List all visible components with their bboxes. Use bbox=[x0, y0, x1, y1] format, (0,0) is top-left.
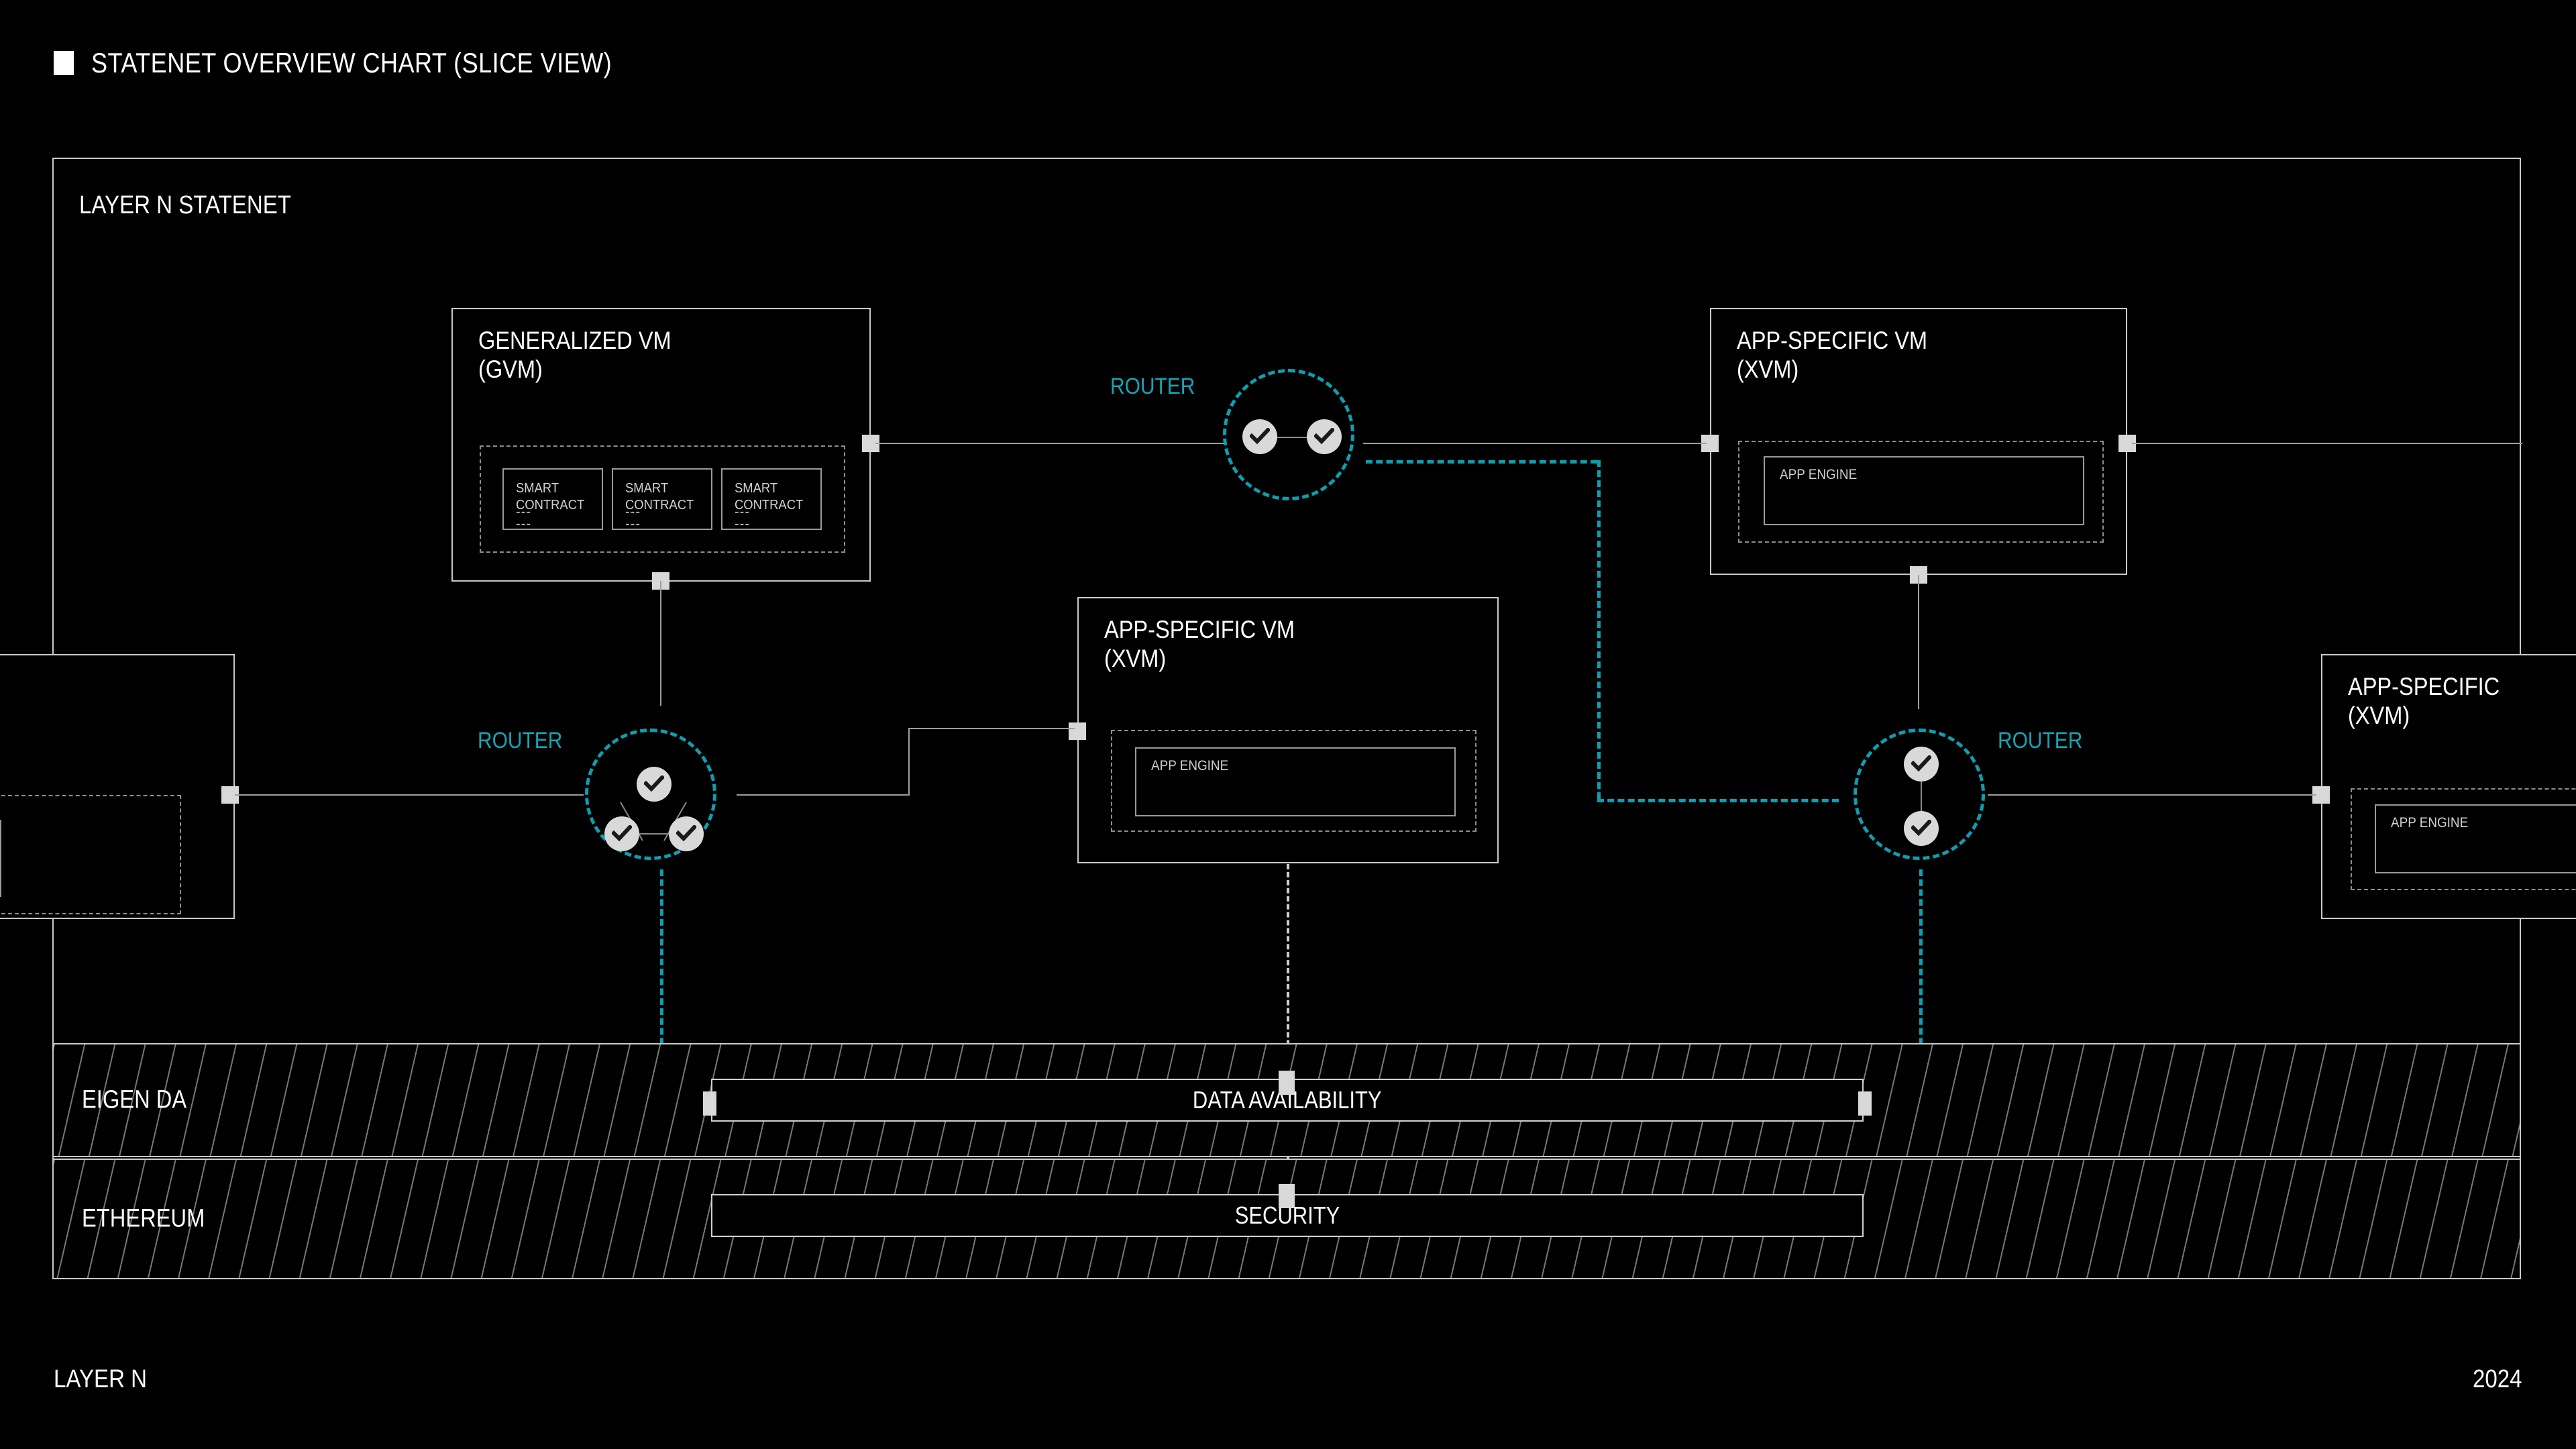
router-top-label: ROUTER bbox=[1110, 374, 1195, 399]
xvm-box-right-clipped[interactable]: APP-SPECIFIC(XVM) APP ENGINE bbox=[2321, 654, 2576, 919]
app-engine-label: APP ENGINE bbox=[1151, 758, 1229, 773]
check-circle-icon[interactable] bbox=[1904, 747, 1939, 782]
router-left[interactable] bbox=[585, 729, 716, 860]
app-engine-box[interactable]: APP ENGINE bbox=[1764, 456, 2084, 525]
contract-row-2: --- bbox=[516, 517, 531, 531]
cyan-route-top-b bbox=[1597, 460, 1601, 799]
link-right-router-to-xvm-right bbox=[1988, 794, 2316, 796]
contract-row-2: --- bbox=[625, 517, 641, 531]
contract-row-1: --- bbox=[516, 504, 531, 519]
port-da-right[interactable] bbox=[1858, 1091, 1872, 1116]
xvm-engine-zone bbox=[1738, 441, 2104, 543]
xvm-box-center[interactable]: APP-SPECIFIC VM(XVM) APP ENGINE bbox=[1077, 597, 1499, 863]
app-engine-label: APP ENGINE bbox=[2391, 815, 2469, 830]
xvm-title: APP-SPECIFIC VM(XVM) bbox=[1737, 327, 1928, 383]
xvm-engine-zone bbox=[2351, 788, 2576, 890]
port-security-top[interactable] bbox=[1279, 1184, 1295, 1208]
link-xvm-tr-to-right-router bbox=[1918, 575, 1919, 709]
check-circle-icon[interactable] bbox=[1904, 811, 1939, 846]
port-da-left[interactable] bbox=[703, 1091, 716, 1116]
port-xvm-center-left[interactable] bbox=[1069, 722, 1086, 740]
gvm-contract-zone bbox=[480, 445, 845, 553]
check-circle-icon[interactable] bbox=[637, 767, 672, 802]
link-left-router-to-xvm-center-c bbox=[908, 728, 1075, 729]
link-left-gvm-to-left-router bbox=[235, 794, 584, 796]
page-header: STATENET OVERVIEW CHART (SLICE VIEW) bbox=[54, 47, 696, 79]
cyan-route-top-a bbox=[1366, 460, 1597, 464]
link-top-router-to-xvm-tr bbox=[1363, 443, 1707, 444]
router-right-label: ROUTER bbox=[1998, 728, 2083, 753]
link-xvm-tr-to-right-edge bbox=[2132, 443, 2522, 444]
cyan-route-top-c bbox=[1597, 799, 1839, 802]
check-circle-icon[interactable] bbox=[1242, 419, 1277, 454]
app-engine-box[interactable]: APP ENGINE bbox=[1135, 747, 1456, 816]
link-xvm-center-to-da bbox=[1287, 864, 1289, 1085]
link-gvm-to-left-router bbox=[660, 581, 661, 706]
router-top[interactable] bbox=[1223, 369, 1354, 500]
xvm-engine-zone bbox=[1111, 730, 1477, 832]
app-engine-label: APP ENGINE bbox=[1780, 467, 1858, 482]
app-engine-box[interactable]: APP ENGINE bbox=[2375, 804, 2576, 873]
link-gvm-to-top-router bbox=[875, 443, 1224, 444]
contract-row-1: --- bbox=[625, 504, 641, 519]
xvm-title: APP-SPECIFIC VM(XVM) bbox=[1104, 616, 1295, 672]
link-left-router-to-xvm-center-b bbox=[908, 728, 910, 796]
smart-contract-box[interactable]: SMART CONTRACT --- --- bbox=[0, 820, 1, 897]
contract-row-2: --- bbox=[735, 517, 750, 531]
router-node-link bbox=[1272, 437, 1312, 438]
router-node-link bbox=[1921, 780, 1922, 818]
check-circle-icon[interactable] bbox=[669, 816, 704, 851]
check-circle-icon[interactable] bbox=[1307, 419, 1342, 454]
contract-row-1: --- bbox=[735, 504, 750, 519]
gvm-title: GENERALIZED VM(GVM) bbox=[478, 327, 672, 383]
xvm-title: APP-SPECIFIC(XVM) bbox=[2348, 673, 2500, 729]
router-node-link bbox=[622, 833, 686, 835]
gvm-box-left-clipped[interactable]: SMART CONTRACT --- --- bbox=[0, 654, 235, 919]
port-da-top[interactable] bbox=[1279, 1071, 1295, 1095]
router-right[interactable] bbox=[1854, 729, 1985, 860]
layer-name: ETHEREUM bbox=[82, 1204, 205, 1233]
router-left-label: ROUTER bbox=[478, 728, 563, 753]
layer-name: EIGEN DA bbox=[82, 1085, 187, 1114]
xvm-box-top-right[interactable]: APP-SPECIFIC VM(XVM) APP ENGINE bbox=[1710, 308, 2127, 575]
cyan-route-right-a bbox=[1919, 869, 1923, 1104]
link-left-router-to-xvm-center-a bbox=[737, 794, 910, 796]
footer-right: 2024 bbox=[2473, 1365, 2522, 1393]
contract-zone bbox=[0, 795, 181, 914]
page-title: STATENET OVERVIEW CHART (SLICE VIEW) bbox=[91, 47, 612, 78]
cyan-route-left-a bbox=[660, 869, 663, 1104]
square-marker-icon bbox=[54, 51, 74, 75]
statenet-label: LAYER N STATENET bbox=[79, 191, 291, 219]
footer-left: LAYER N bbox=[54, 1365, 148, 1393]
check-circle-icon[interactable] bbox=[604, 816, 639, 851]
